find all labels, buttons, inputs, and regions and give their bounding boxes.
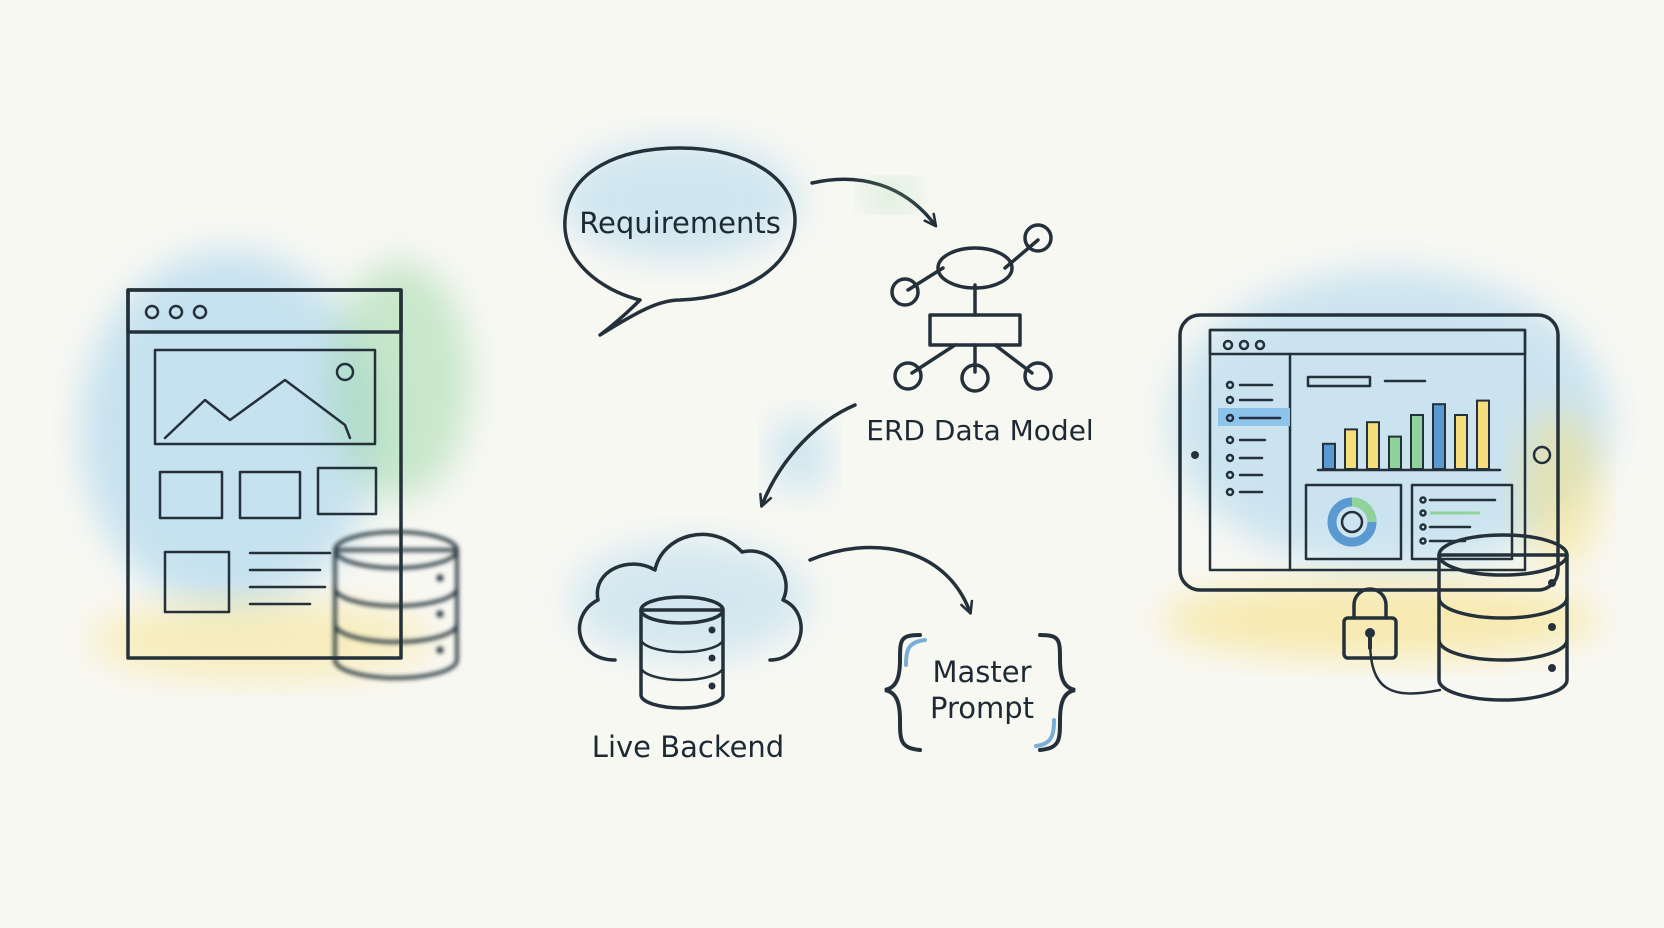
backend-label: Live Backend: [592, 730, 784, 764]
mini-chart-bar: [1322, 442, 1336, 470]
mini-chart-bar: [1476, 399, 1490, 471]
database-icon: [333, 530, 459, 680]
erd-label: ERD Data Model: [866, 414, 1093, 447]
master-prompt-line1: Master: [932, 655, 1031, 689]
requirements-bubble: Requirements: [560, 140, 800, 337]
mini-chart-bar: [1432, 403, 1446, 471]
mini-chart-bar: [1410, 414, 1424, 470]
arrow-erd-to-backend: [759, 403, 857, 508]
website-mockup-icon: [80, 250, 470, 680]
sidebar-list: [1225, 380, 1282, 497]
padlock-icon: [1342, 587, 1442, 695]
mini-chart-bar: [1344, 428, 1358, 470]
master-prompt-braces: [884, 633, 1076, 752]
mini-chart-bar: [1454, 414, 1468, 470]
mini-chart-bar: [1366, 421, 1380, 471]
arrow-backend-to-prompt: [808, 545, 974, 615]
cloud-icon: [570, 532, 810, 662]
database-icon: [1437, 533, 1569, 702]
requirements-label: Requirements: [579, 206, 781, 240]
mini-chart-bar: [1388, 435, 1402, 471]
database-icon: [639, 595, 725, 710]
erd-diagram-icon: [890, 223, 1053, 393]
master-prompt-line2: Prompt: [930, 691, 1034, 725]
